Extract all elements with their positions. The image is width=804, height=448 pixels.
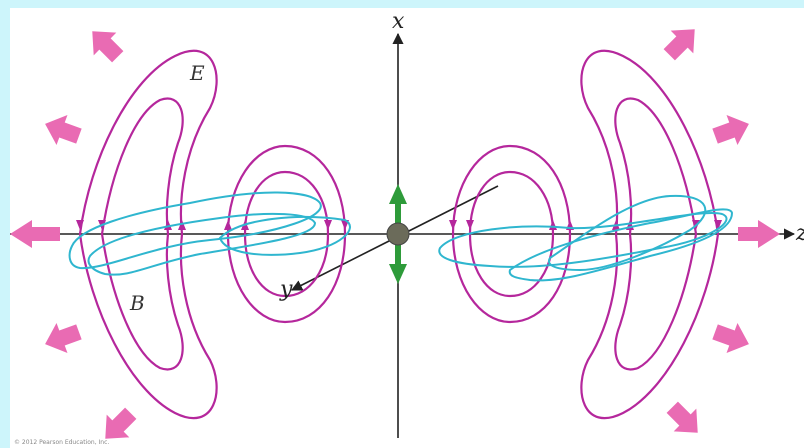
magnetic-field-label: B [129,291,145,315]
y-axis-label: y [279,277,293,302]
z-axis-label: z [795,221,804,246]
magnetic-field-lines [68,191,734,282]
radiation-arrow-left [10,220,60,248]
electric-field-lines-right [451,49,720,420]
electric-field-lines-left [78,49,347,420]
radiation-arrow-right [738,220,780,248]
diagram-frame: x y z E B © 2012 Pearson Education, Inc. [10,8,804,448]
copyright-notice: © 2012 Pearson Education, Inc. [14,439,109,446]
oscillating-charge [386,222,410,246]
x-axis-label: x [392,9,405,34]
dipole-radiation-diagram: x y z E B © 2012 Pearson Education, Inc. [10,9,804,446]
electric-field-label: E [189,61,205,85]
radiation-arrows [10,29,780,439]
